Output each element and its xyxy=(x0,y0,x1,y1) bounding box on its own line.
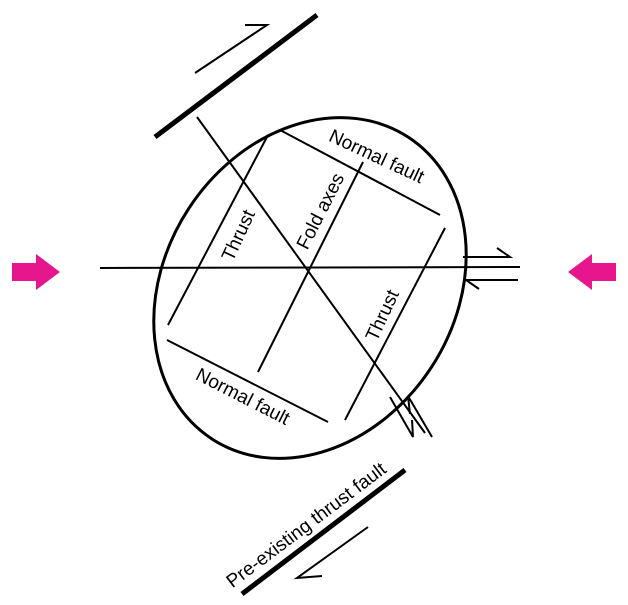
shear-arrow-diagonal-left-icon xyxy=(389,396,414,438)
shear-arrow-horizontal-top-icon xyxy=(463,247,514,258)
compression-arrow-right-icon xyxy=(12,254,60,290)
normal-fault-lower-line xyxy=(166,339,329,423)
shear-arrow-horizontal-bottom-icon xyxy=(462,279,518,290)
label-thrust-left: Thrust xyxy=(218,206,260,264)
preexisting-fault-lower-bar xyxy=(240,468,407,596)
shear-arrow-lower-icon xyxy=(293,526,369,580)
preexisting-fault-upper-bar xyxy=(153,13,319,139)
shear-arrow-upper-icon xyxy=(194,24,271,74)
strain-ellipse xyxy=(152,116,468,460)
label-preexisting-thrust-fault: Pre-existing thrust fault xyxy=(223,458,391,592)
fold-axis-line xyxy=(257,161,364,373)
label-fold-axes: Fold axes xyxy=(293,170,349,253)
thrust-right-line xyxy=(344,227,446,421)
compression-arrow-left-icon xyxy=(568,254,616,290)
shear-arrow-diagonal-right-icon xyxy=(407,395,433,438)
thrust-left-line xyxy=(167,134,269,326)
label-thrust-right: Thrust xyxy=(362,286,404,344)
normal-fault-upper-line xyxy=(279,129,441,216)
shear-zone-diagonal xyxy=(196,116,426,434)
